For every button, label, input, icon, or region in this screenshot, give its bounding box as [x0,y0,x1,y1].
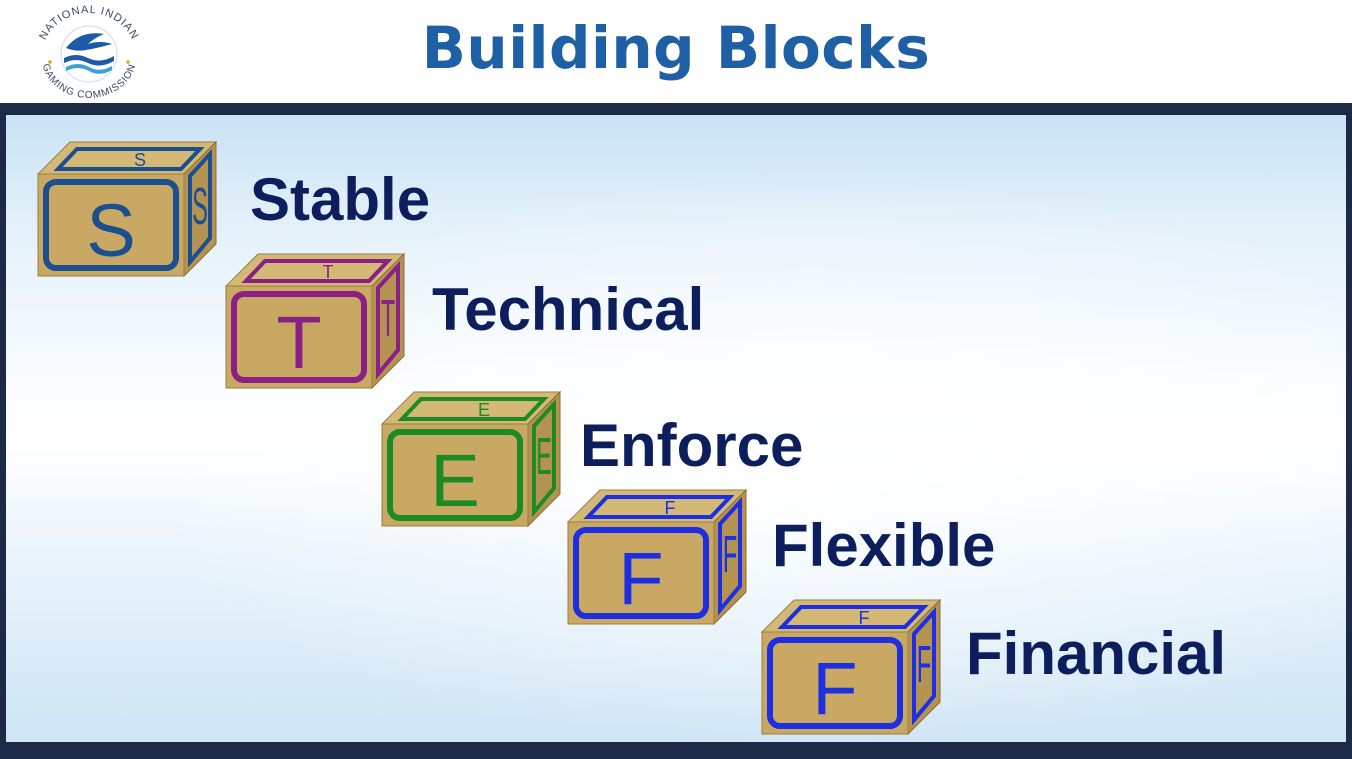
block-letter-front: F [618,537,663,620]
letter-block-f-financial: F F F [760,598,942,736]
block-word-financial: Financial [966,620,1227,687]
content-area [6,115,1346,742]
block-word-technical: Technical [432,276,705,343]
header: NATIONAL INDIAN GAMING COMMISSION Buildi… [0,0,1352,103]
block-letter-side: E [536,426,552,485]
block-letter-side: F [917,634,931,693]
block-letter-top: S [134,150,146,170]
slide-title: Building Blocks [421,14,931,82]
header-rule [0,103,1352,115]
block-letter-side: F [723,524,737,583]
block-word-stable: Stable [250,166,431,233]
block-letter-front: E [430,439,479,522]
block-letter-top: F [859,608,870,628]
block-letter-top: F [665,498,676,518]
block-word-flexible: Flexible [772,512,996,579]
letter-block-e: E E E [380,390,562,528]
letter-block-f-flexible: F F F [566,488,748,626]
nigc-seal-logo: NATIONAL INDIAN GAMING COMMISSION [37,4,140,100]
block-letter-top: T [323,262,334,282]
footer-rule [0,742,1352,759]
block-word-enforce: Enforce [580,412,804,479]
block-letter-front: F [812,647,857,730]
block-letter-front: S [86,189,135,272]
block-letter-side: T [381,288,395,347]
block-letter-front: T [276,301,321,384]
block-letter-side: S [192,176,208,235]
letter-block-s: S S S [36,140,218,278]
letter-block-t: T T T [224,252,406,390]
left-frame-border [0,115,6,742]
block-letter-top: E [478,400,490,420]
right-frame-border [1346,115,1352,742]
